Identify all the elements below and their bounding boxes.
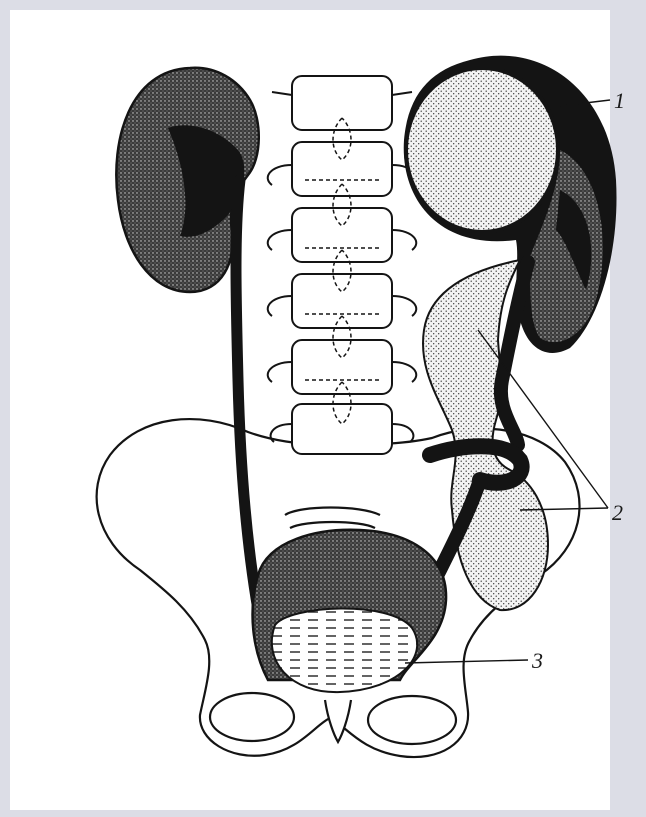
vertebra [271, 404, 414, 454]
label-3: 3 [531, 648, 543, 673]
label-1: 1 [614, 88, 625, 113]
vertebra [272, 76, 412, 130]
label-2: 2 [612, 500, 623, 525]
renal-cyst [406, 68, 558, 232]
